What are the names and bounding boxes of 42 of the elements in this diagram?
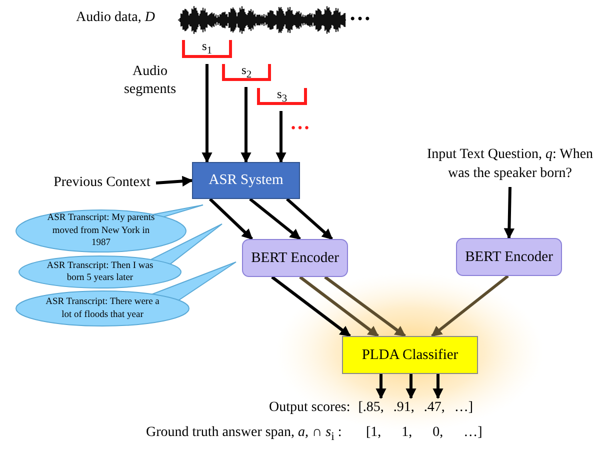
box-label: PLDA Classifier [362,346,458,364]
segment-bracket [182,40,232,58]
ground-truth-label: Ground truth answer span, a, ∩ s$_{i}$ : [146,425,342,443]
segment-label: s$_{3}$ [276,88,288,105]
arrow [286,198,333,240]
audio-label: Audio data, D [76,10,155,26]
classifier-box [342,336,478,374]
box-label: BERT Encoder [251,250,339,266]
process-box [192,162,300,199]
transcript-text: ASR Transcript: Then I was born 5 years later [46,260,154,284]
arrow [406,374,416,400]
arrow [240,87,252,164]
answer-values: [1, 1, 0, …] [366,425,482,441]
arrow [271,276,351,338]
arrow [156,176,194,187]
question-label: Input Text Question, q: When was the speaker born? [426,146,594,183]
arrow [504,186,515,240]
arrow [432,374,444,400]
encoder-box [456,238,562,276]
box-label: ASR System [208,172,284,189]
arrow [324,276,406,338]
arrow [208,198,254,240]
segment-label: s$_{1}$ [202,40,212,57]
ellipsis: … [290,112,310,135]
arrow [376,374,386,400]
context-label: Previous Context [54,175,150,191]
arrow [202,64,212,164]
arrow [276,111,286,164]
segment-bracket [222,64,271,81]
arrow [249,198,301,240]
transcript-text: ASR Transcript: There were a lot of floods that year [44,296,160,321]
segment-bracket [257,88,307,105]
segment-label: s$_{2}$ [241,64,252,81]
segments-label: Audio segments [122,63,178,100]
scores-text: Output scores: [268,400,350,416]
arrow [431,274,509,338]
scores-text: [.85, .91, .47, …] [358,400,474,416]
encoder-box [242,239,348,277]
ellipsis: … [349,0,371,26]
box-label: BERT Encoder [465,248,553,266]
transcript-text: ASR Transcript: My parents moved from New York in 1987 [46,212,156,250]
arrow [299,276,379,338]
